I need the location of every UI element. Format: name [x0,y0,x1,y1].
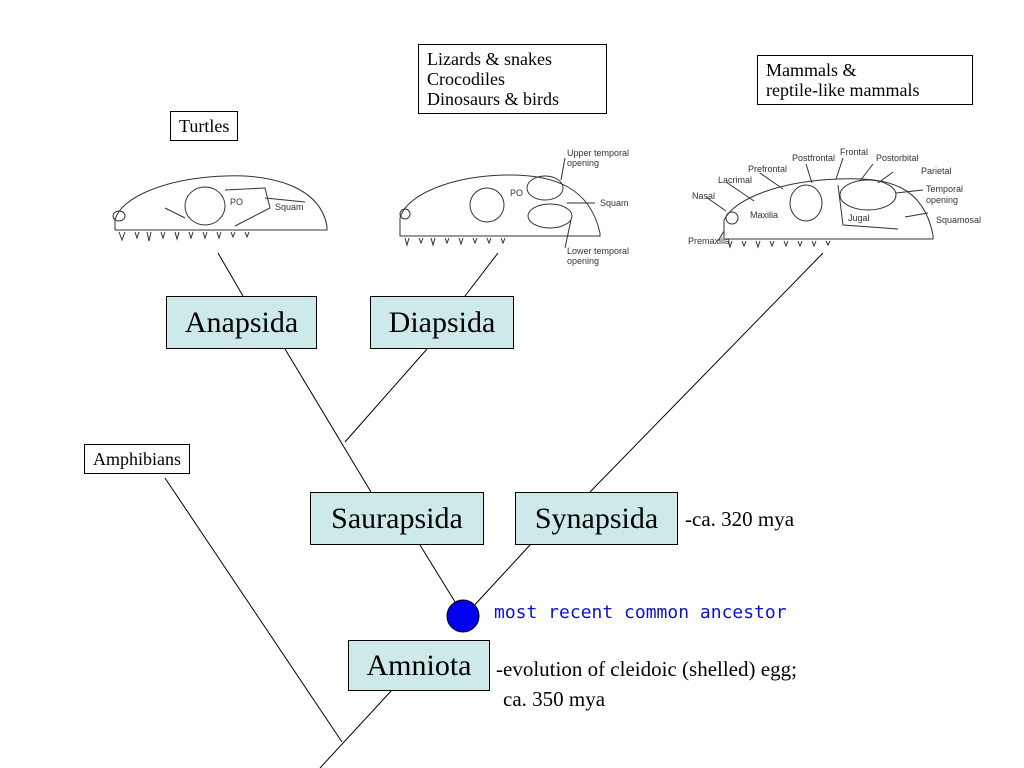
branch-turtles [217,252,244,297]
clade-sauropsida: Saurapsida [310,492,484,545]
branch-sauropsida [419,544,461,611]
skull-label: opening [567,158,599,168]
mammals-label: Mammals & reptile-like mammals [757,55,973,105]
mrca-label: most recent common ancestor [494,602,787,623]
skull-label: Parietal [921,166,952,176]
skull-label: Frontal [840,147,868,157]
turtles-label: Turtles [170,111,239,141]
group-line: reptile-like mammals [766,80,920,100]
skull-label: Prefrontal [748,164,787,174]
skull-label: Lacrimal [718,175,752,185]
skull-label: Postorbital [876,153,919,163]
amniota-note-line2: ca. 350 mya [503,687,606,711]
skull-label: Squam [275,202,304,212]
branch-anapsida [284,348,372,493]
skull-label: Maxilia [750,210,778,220]
skull-label: Upper temporal [567,148,629,158]
clade-diapsida: Diapsida [370,296,514,349]
synapsida-date-note: -ca. 320 mya [685,507,795,531]
synapsid-skull-illustration: Postfrontal Frontal Postorbital Prefront… [688,147,981,249]
amniota-note-line1: -evolution of cleidoic (shelled) egg; [496,657,797,681]
skull-label: Squam [600,198,629,208]
skull-label: opening [926,195,958,205]
skull-label: Squamosal [936,215,981,225]
branch-amniota [319,689,393,768]
skull-label: Postfrontal [792,153,835,163]
skull-label: Nasal [692,191,715,201]
skull-label: Premaxilia [688,236,730,246]
skull-label: Lower temporal [567,246,629,256]
branch-diapsida [344,348,428,443]
branch-synapsida [469,544,531,611]
group-line: Crocodiles [427,69,505,89]
skull-label: PO [230,197,243,207]
branch-amphibians [164,477,343,743]
amphibians-label: Amphibians [84,444,190,474]
group-line: Mammals & [766,60,857,80]
branch-diapsida-skull [464,252,499,297]
group-line: Dinosaurs & birds [427,89,559,109]
branch-synapsid-skull [589,252,824,493]
anapsid-skull-illustration: PO Squam [112,175,328,242]
group-line: Lizards & snakes [427,49,552,69]
clade-anapsida: Anapsida [166,296,317,349]
skull-label: Temporal [926,184,963,194]
mrca-node [446,599,480,633]
skull-label: opening [567,256,599,266]
skull-label: Jugal [848,213,870,223]
skull-label: PO [510,188,523,198]
clade-synapsida: Synapsida [515,492,678,545]
diapsid-groups-label: Lizards & snakes Crocodiles Dinosaurs & … [418,44,607,114]
diapsid-skull-illustration: PO Squam Upper temporal opening Lower te… [399,148,629,266]
clade-amniota: Amniota [348,640,490,691]
